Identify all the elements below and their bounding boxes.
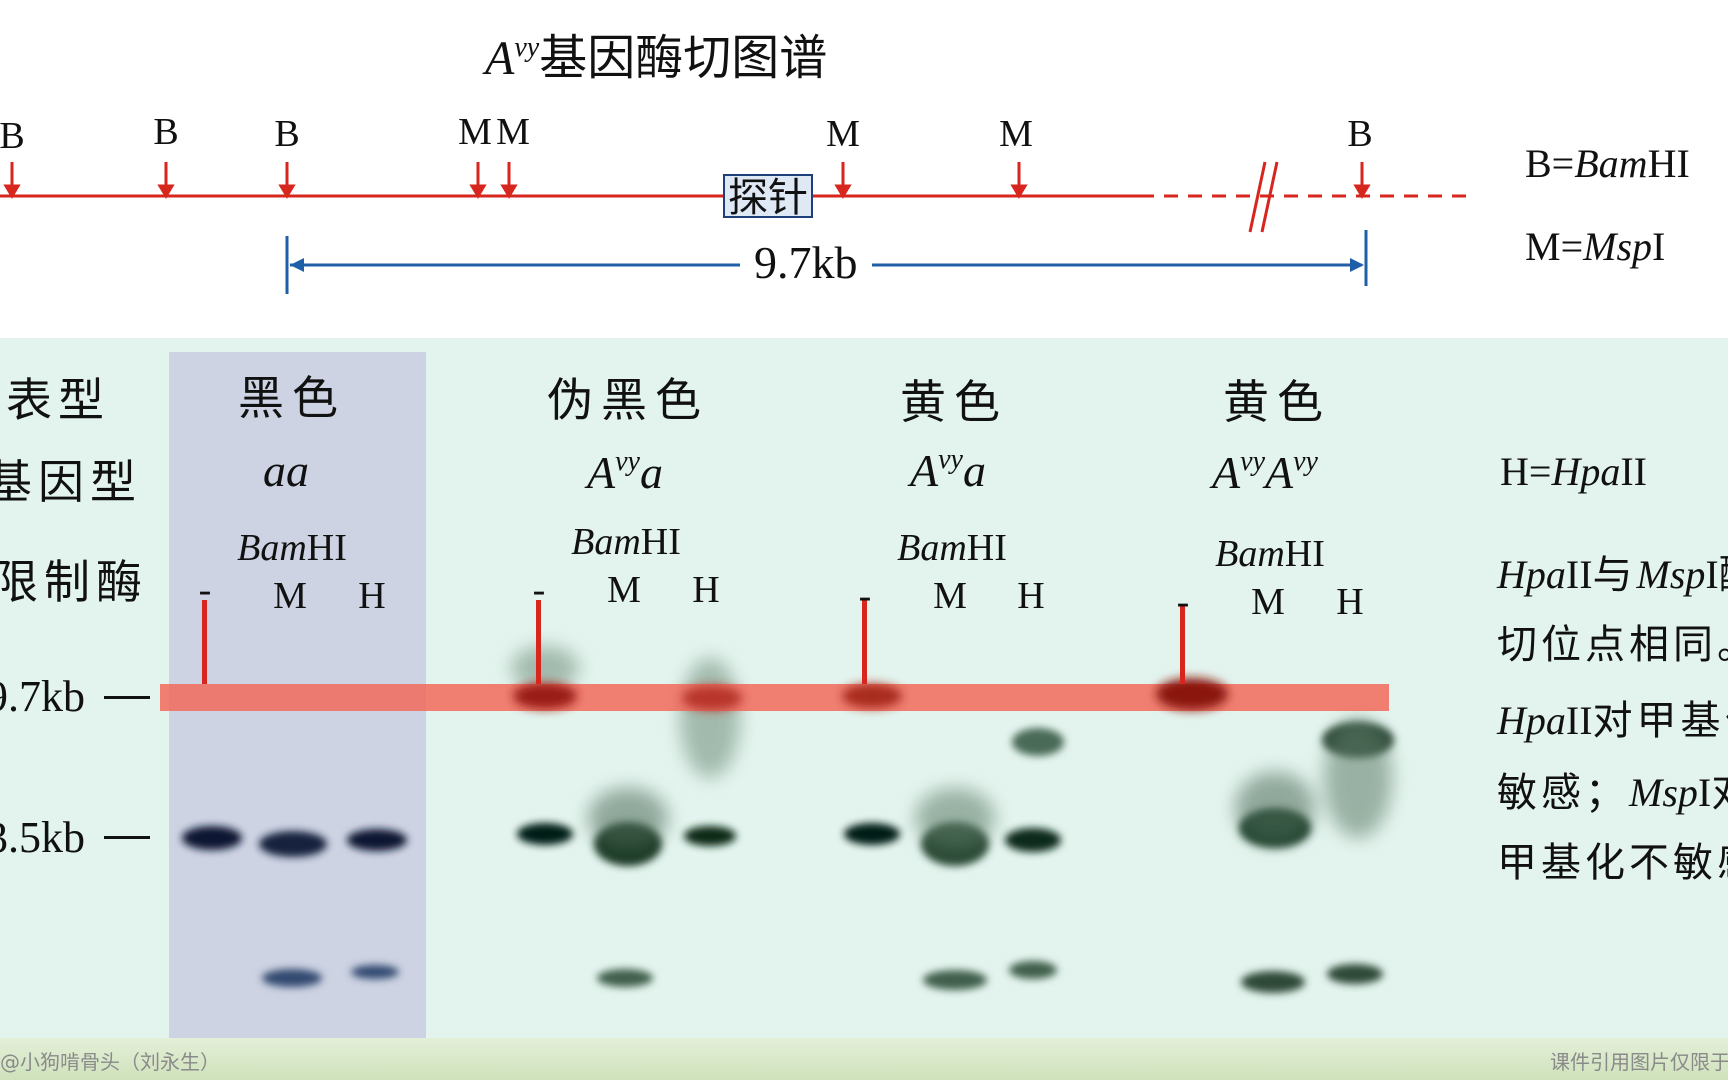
site-label: M <box>458 111 492 153</box>
site-label: M <box>999 113 1033 155</box>
phenotype-label: 黄色 <box>900 375 1008 429</box>
size-marker-3-5kb: 3.5kb <box>0 813 85 862</box>
lane-label: - <box>532 569 546 611</box>
lane-label: H <box>1336 581 1364 623</box>
site-label: B <box>0 115 25 157</box>
note-line: 切位点相同。 <box>1497 622 1728 668</box>
lane-label: - <box>1176 581 1190 623</box>
genotype-label: aa <box>263 445 309 496</box>
genotype-label: Avya <box>587 446 663 498</box>
size-tick <box>104 836 150 839</box>
note-line: HpaII与MspI酶 <box>1497 552 1728 598</box>
enzyme-label: BamHI <box>571 521 681 563</box>
lane-marker <box>536 600 541 684</box>
legend-mspi: M=MspI <box>1525 224 1666 269</box>
lane-marker <box>202 600 207 684</box>
note-line: 敏感；MspI对 <box>1497 770 1728 816</box>
phenotype-label: 黄色 <box>1223 375 1331 429</box>
footer-author: @小狗啃骨头（刘永生） <box>0 1050 220 1074</box>
row-enzyme: 限制酶 <box>0 555 148 609</box>
red-9-7kb-bands <box>513 678 1228 710</box>
lane-label: - <box>858 575 872 617</box>
break-mark <box>1260 161 1279 233</box>
note-line: 甲基化不敏感 <box>1497 840 1728 886</box>
enzyme-label: BamHI <box>237 527 347 569</box>
lane-label: - <box>198 569 212 611</box>
lane-label: H <box>358 575 386 617</box>
row-phenotype: 表型 <box>6 373 110 427</box>
site-label: B <box>274 113 300 155</box>
enzyme-label: BamHI <box>1215 533 1325 575</box>
diagram-title: Avy基因酶切图谱 <box>485 32 828 85</box>
size-tick <box>104 696 150 699</box>
site-label: M <box>496 111 530 153</box>
enzyme-label: BamHI <box>897 527 1007 569</box>
lane-marker <box>1180 606 1185 684</box>
lane-label: H <box>692 569 720 611</box>
probe-box: 探针 <box>723 174 813 220</box>
size-marker-9-7kb: 9.7kb <box>0 672 85 721</box>
legend-hpaii: H=HpaII <box>1500 449 1647 494</box>
row-genotype: 基因型 <box>0 455 142 509</box>
phenotype-label: 伪黑色 <box>547 373 709 427</box>
genotype-label: Avya <box>910 444 986 496</box>
phenotype-label: 黑色 <box>238 371 346 425</box>
lane-label: M <box>607 569 641 611</box>
site-label: B <box>153 111 179 153</box>
lane-marker <box>862 600 867 684</box>
genotype-label: AvyAvy <box>1212 446 1318 498</box>
note-line: HpaII对甲基化 <box>1497 698 1728 744</box>
lane-label: H <box>1017 575 1045 617</box>
site-label: M <box>826 113 860 155</box>
site-label: B <box>1347 113 1373 155</box>
lane-label: M <box>933 575 967 617</box>
lane-label: M <box>1251 581 1285 623</box>
site-arrows <box>3 162 1371 199</box>
break-mark <box>1248 161 1267 233</box>
lane-label: M <box>273 575 307 617</box>
restriction-map <box>0 161 1470 294</box>
footer-bar <box>0 1038 1728 1080</box>
distance-label: 9.7kb <box>740 236 872 289</box>
legend-bamhi: B=BamHI <box>1525 141 1690 186</box>
footer-notice: 课件引用图片仅限于 <box>1550 1050 1728 1074</box>
